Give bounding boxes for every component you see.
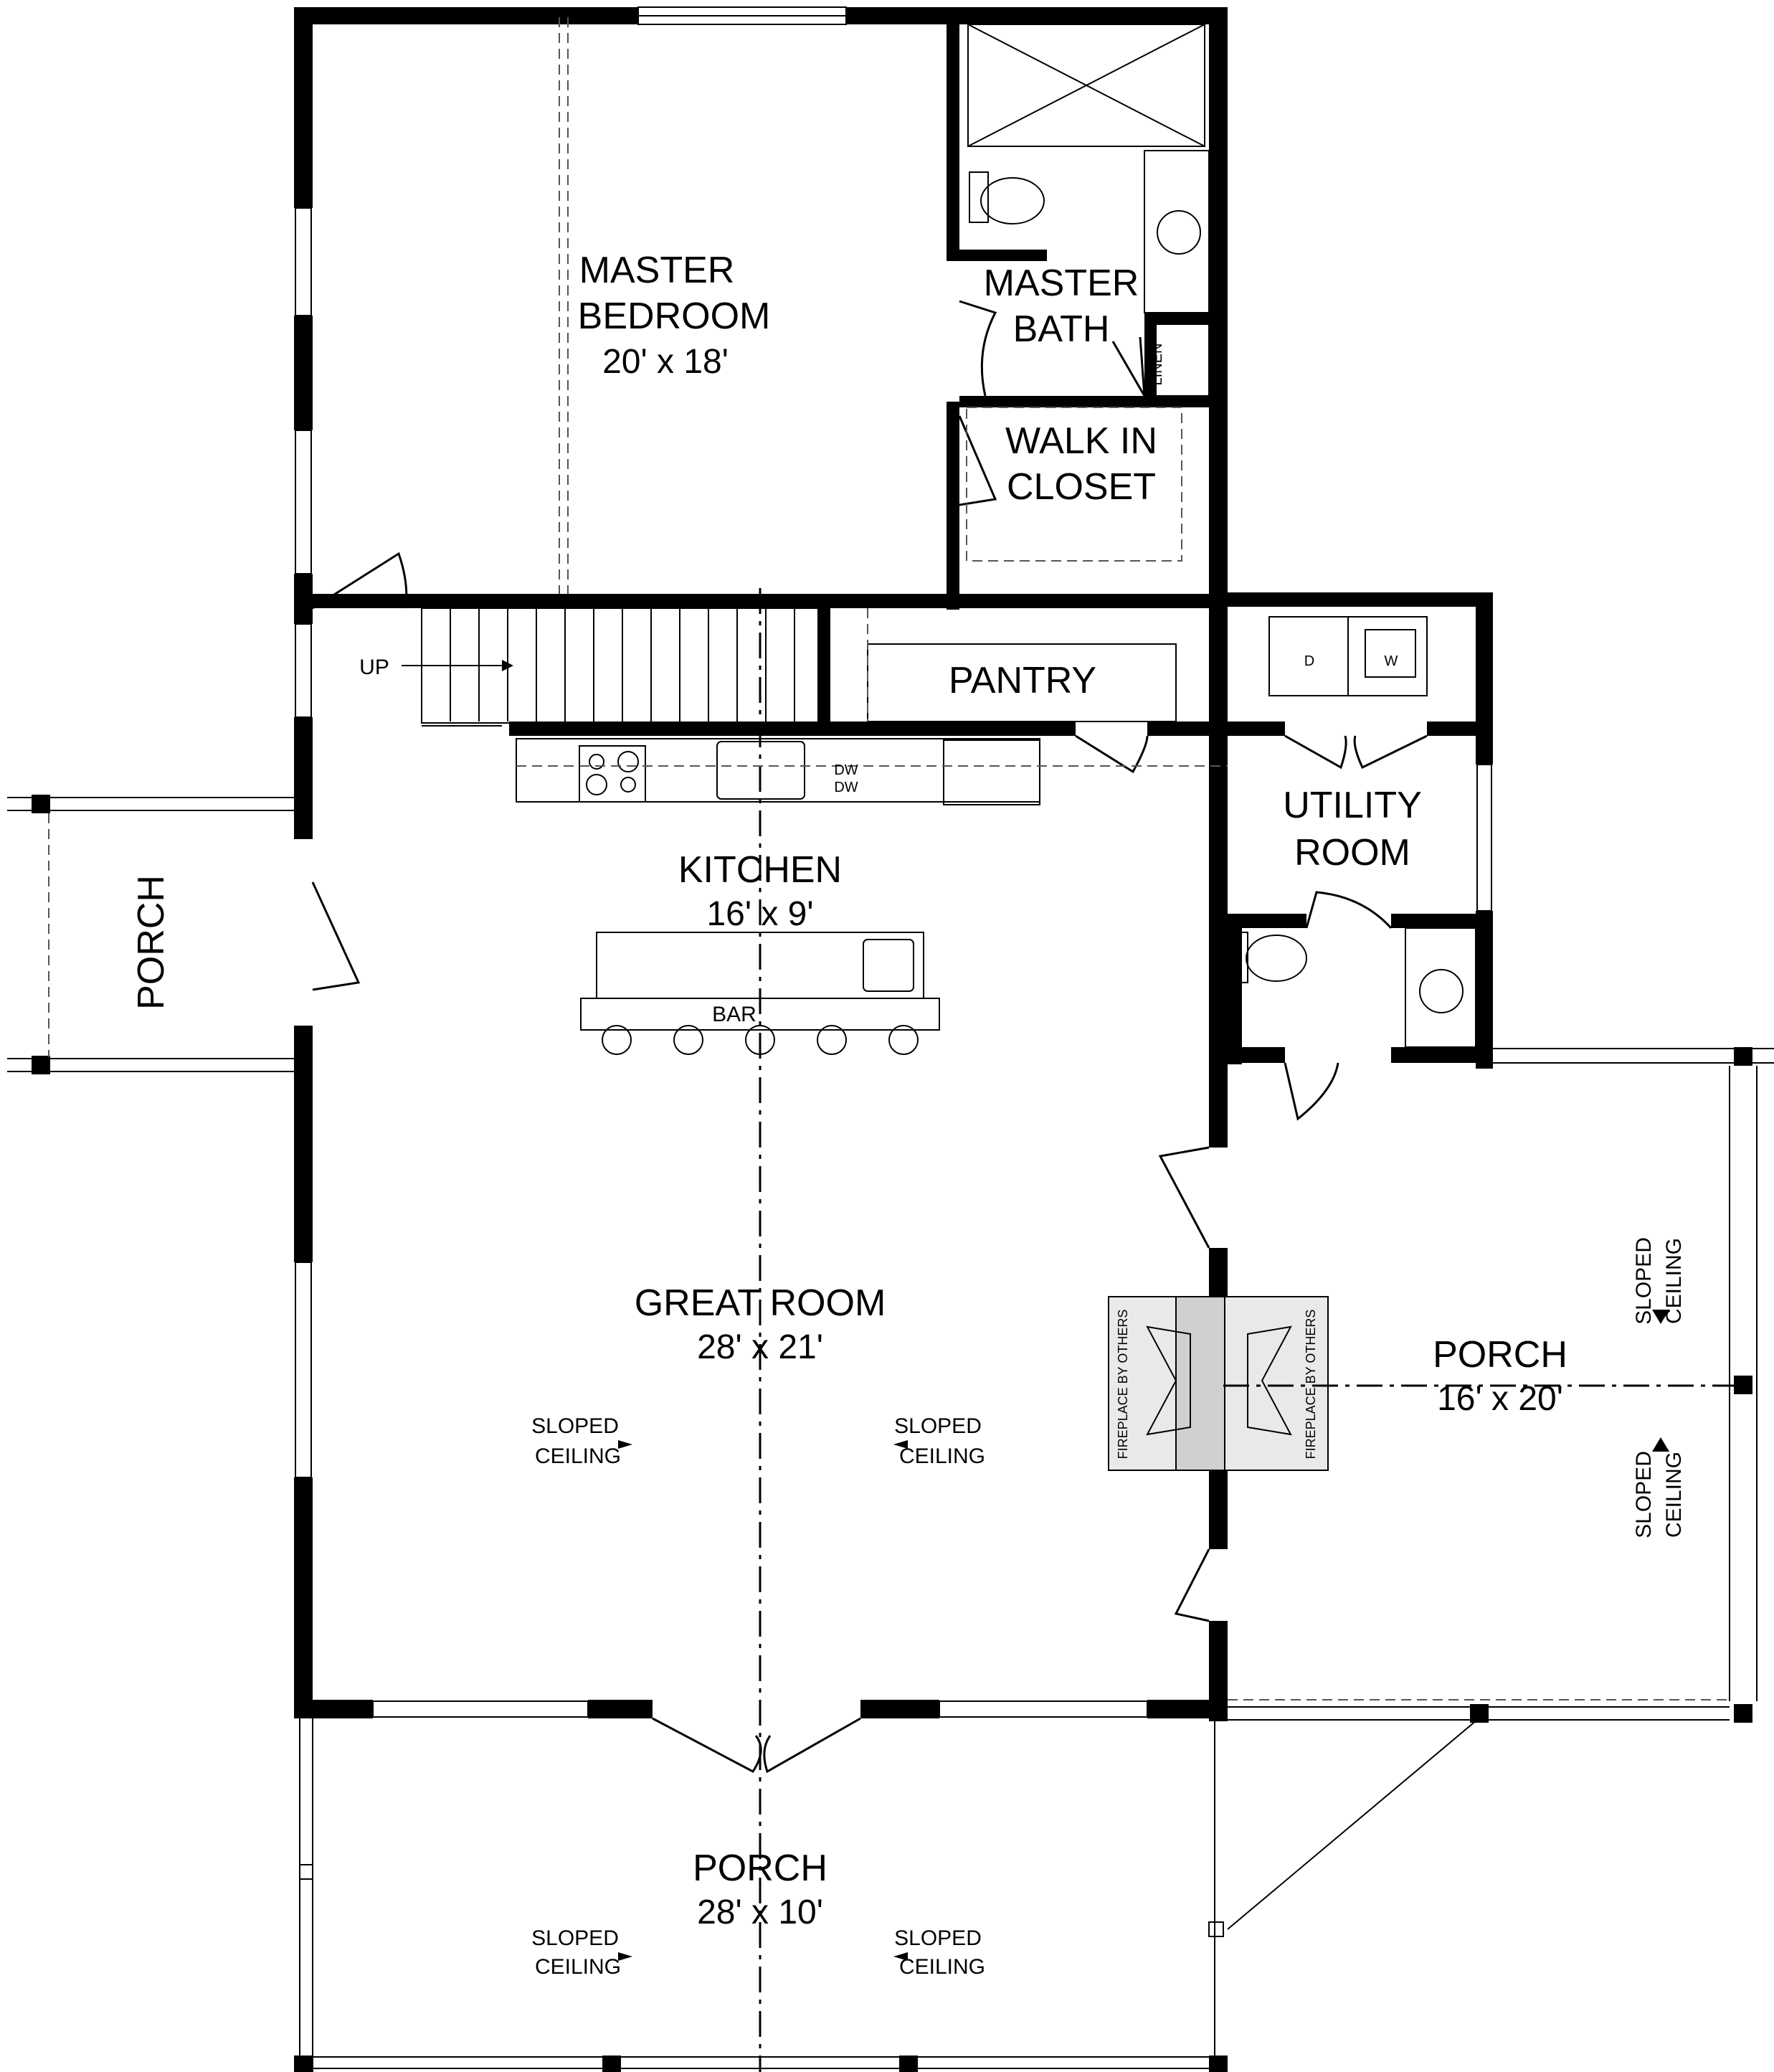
windows <box>295 6 1492 1718</box>
sloped-label-gr-left-2: CEILING <box>535 1444 621 1468</box>
axis-lines <box>516 17 1735 2072</box>
washer-label: W <box>1385 653 1398 669</box>
porch-left-label: PORCH <box>131 875 172 1010</box>
utility-fixtures <box>1228 616 1476 1048</box>
pantry-shelf <box>867 643 1177 722</box>
sloped-label-gr-right-1: SLOPED <box>894 1414 982 1438</box>
sloped-label-porch-left-1: SLOPED <box>531 1926 619 1950</box>
porch-front-size: 28' x 10' <box>697 1893 823 1931</box>
closet-label-1: WALK IN <box>1005 420 1157 462</box>
dishwasher-label-2: DW <box>834 780 858 795</box>
sloped-label-gr-left-1: SLOPED <box>531 1414 619 1438</box>
great-room-size: 28' x 21' <box>697 1328 823 1366</box>
stair-up-label: UP <box>359 656 389 679</box>
porch-front-label: PORCH <box>693 1848 827 1889</box>
sloped-label-porch-left-2: CEILING <box>535 1955 621 1979</box>
utility-room-label-1: UTILITY <box>1283 785 1422 826</box>
slope-arrow-icon <box>618 1440 632 1449</box>
great-room-label: GREAT ROOM <box>635 1282 886 1324</box>
doors <box>311 300 1428 1774</box>
master-bath-fixtures <box>966 24 1210 562</box>
fireplace <box>1108 1296 1329 1471</box>
sloped-label-porch-right-2: CEILING <box>899 1955 985 1979</box>
utility-room-label-2: ROOM <box>1294 832 1410 874</box>
master-bedroom-size: 20' x 18' <box>602 343 729 381</box>
master-bath-label-2: BATH <box>1013 308 1110 350</box>
fireplace-label-2: FIREPLACE BY OTHERS <box>1304 1310 1318 1460</box>
slope-arrow-icon <box>1652 1310 1669 1324</box>
slope-arrow-icon <box>893 1952 908 1961</box>
sloped-label-side-bottom-2: CEILING <box>1662 1452 1686 1538</box>
slope-arrow-icon <box>618 1952 632 1961</box>
linen-label: LINEN <box>1149 344 1165 386</box>
fireplace-label-1: FIREPLACE BY OTHERS <box>1116 1310 1130 1460</box>
porch-right-size: 16' x 20' <box>1437 1380 1563 1418</box>
dishwasher-label-1: DW <box>834 762 858 778</box>
porch-right-label: PORCH <box>1433 1334 1567 1376</box>
master-bedroom-label-2: BEDROOM <box>578 295 771 337</box>
bar-label: BAR <box>712 1003 756 1026</box>
pantry-label: PANTRY <box>949 660 1096 701</box>
stair-arrow-icon <box>502 660 513 671</box>
sloped-label-side-bottom-1: SLOPED <box>1632 1451 1656 1538</box>
closet-label-2: CLOSET <box>1007 466 1156 508</box>
master-bath-label-1: MASTER <box>984 262 1139 304</box>
sloped-label-porch-right-1: SLOPED <box>894 1926 982 1950</box>
kitchen-label: KITCHEN <box>678 849 842 891</box>
sloped-label-gr-right-2: CEILING <box>899 1444 985 1468</box>
kitchen-counter <box>516 738 1040 805</box>
dryer-label: D <box>1304 653 1314 669</box>
sloped-label-side-top-1: SLOPED <box>1632 1237 1656 1325</box>
slope-arrow-icon <box>893 1440 908 1449</box>
porch-outlines <box>7 797 1774 2072</box>
slope-arrow-icon <box>1652 1437 1669 1452</box>
walls <box>32 7 1752 2072</box>
kitchen-size: 16' x 9' <box>706 895 813 933</box>
master-bedroom-label-1: MASTER <box>579 250 735 291</box>
